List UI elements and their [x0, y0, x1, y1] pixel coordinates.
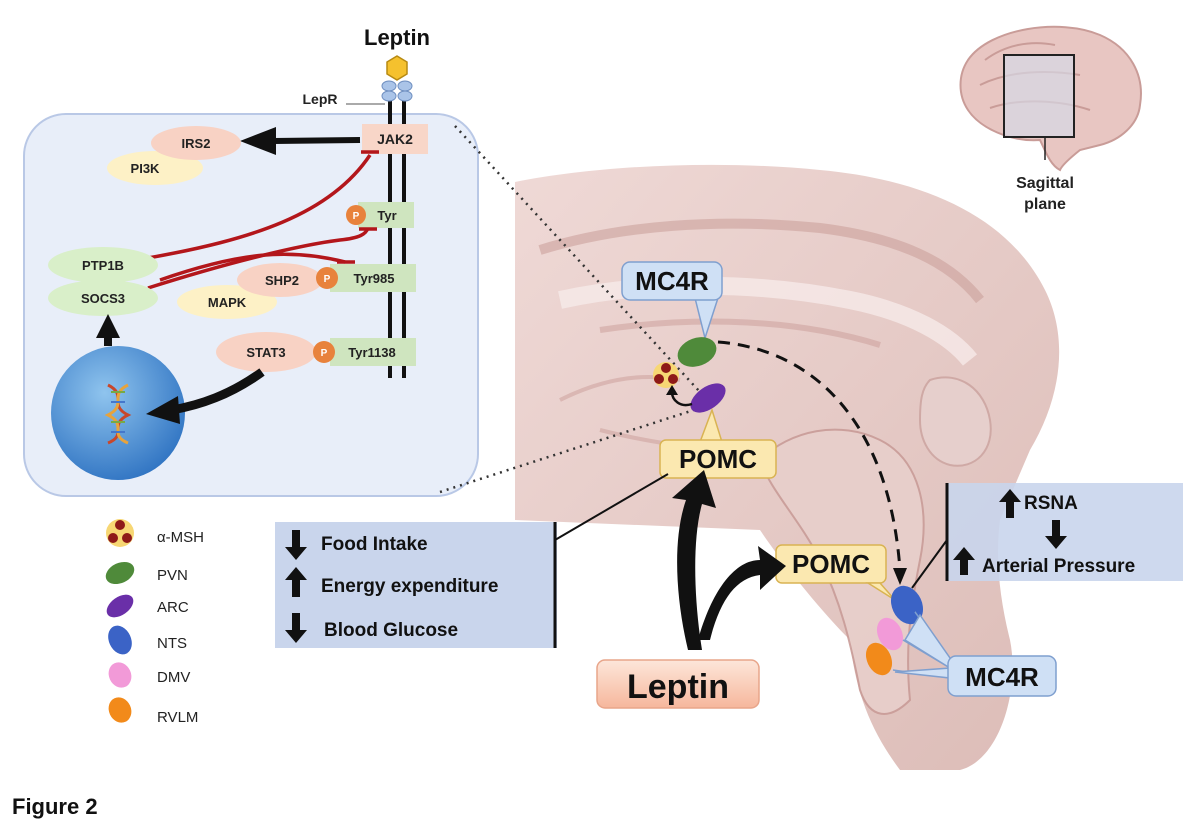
effect-blood-glucose-text: Blood Glucose	[324, 620, 458, 641]
effect-food-intake-text: Food Intake	[321, 534, 428, 555]
legend: α-MSH PVN ARC NTS DMV RVLM	[105, 519, 204, 726]
ptp1b-node	[48, 247, 158, 283]
rsna-to-pressure-arrow	[1045, 520, 1067, 549]
pomc-upper-label: POMC	[679, 444, 757, 474]
stat3-node	[216, 332, 316, 372]
legend-arc-label: ARC	[157, 599, 189, 616]
phospho-tyr985-label: P	[324, 274, 331, 285]
phospho-tyr1138-label: P	[321, 348, 328, 359]
legend-arc-icon	[106, 594, 134, 618]
pomc-upper-callout	[659, 407, 777, 479]
brain-thumbnail	[959, 25, 1142, 172]
mapk-node	[177, 285, 277, 319]
ptp1b-label: PTP1B	[82, 258, 124, 273]
nts-nucleus-icon	[890, 585, 924, 625]
alpha-msh-cluster-icon	[653, 362, 679, 388]
legend-rvlm-icon	[108, 697, 132, 723]
effect-food-intake: Food Intake	[285, 530, 428, 560]
leptin-top-label: Leptin	[364, 25, 430, 50]
legend-pvn-icon	[105, 561, 135, 585]
lepr-label: LepR	[303, 91, 338, 107]
phospho-tyr-label: P	[353, 211, 360, 222]
legend-nts-label: NTS	[157, 635, 187, 652]
socs3-label: SOCS3	[81, 291, 125, 306]
arc-nucleus-icon	[690, 383, 726, 413]
phospho-tyr985-icon	[316, 267, 338, 289]
legend-nts-icon	[108, 625, 132, 655]
shp2-node	[237, 263, 323, 297]
irs2-label: IRS2	[182, 136, 211, 151]
pvn-to-nts-dashed-arrow	[717, 340, 902, 571]
jak2-to-irs2-arrow	[273, 137, 361, 144]
zoom-line-top	[454, 125, 701, 393]
mc4r-top-callout	[621, 261, 723, 341]
mc4r-top-label: MC4R	[635, 266, 709, 296]
legend-alpha-msh-icon	[106, 519, 134, 547]
legend-rvlm-label: RVLM	[157, 709, 198, 726]
phospho-tyr1138-icon	[313, 341, 335, 363]
pi3k-node	[107, 151, 203, 185]
leptin-to-pomc-upper-arrow	[672, 470, 716, 650]
leptin-to-pomc-lower-arrow	[698, 546, 786, 640]
effect-energy-expenditure-text: Energy expenditure	[321, 576, 498, 597]
leptin-molecule-icon	[381, 55, 413, 102]
rsna-label: RSNA	[1024, 493, 1078, 514]
tyr985-label: Tyr985	[354, 271, 395, 286]
dmv-nucleus-icon	[876, 617, 904, 651]
effect-energy-expenditure: Energy expenditure	[285, 567, 498, 597]
pressure-up-arrow	[953, 547, 975, 575]
nucleus-to-socs3-arrow	[96, 314, 120, 345]
legend-alpha-msh-label: α-MSH	[157, 529, 204, 546]
stat3-to-nucleus-arrow	[171, 368, 265, 415]
legend-dmv-icon	[108, 662, 132, 688]
arterial-pressure-label: Arterial Pressure	[982, 556, 1135, 577]
stat3-label: STAT3	[246, 345, 285, 360]
sagittal-plane-label-2: plane	[1024, 196, 1066, 213]
jak2-label: JAK2	[377, 131, 413, 147]
dna-icon	[104, 383, 132, 445]
socs3-node	[48, 280, 158, 316]
pomc-lower-callout	[775, 544, 896, 601]
jak2-box	[362, 124, 428, 154]
tyr1138-label: Tyr1138	[348, 345, 395, 360]
tyr-box	[358, 202, 414, 228]
effect-blood-glucose: Blood Glucose	[285, 613, 458, 643]
tyr-label: Tyr	[377, 208, 396, 223]
figure-label: Figure 2	[12, 794, 98, 819]
effects-left-box	[275, 522, 557, 648]
rvlm-nucleus-icon	[865, 642, 893, 676]
pomc-lower-label: POMC	[792, 549, 870, 579]
nucleus	[51, 346, 185, 480]
leptin-big-label: Leptin	[627, 668, 729, 706]
shp2-label: SHP2	[265, 273, 299, 288]
pvn-nucleus-icon	[677, 337, 717, 367]
pi3k-label: PI3K	[131, 161, 161, 176]
tyr985-box	[330, 264, 416, 292]
tyr1138-box	[330, 338, 416, 366]
effects-right-box	[947, 483, 1183, 581]
rsna-up-arrow	[999, 489, 1021, 518]
sagittal-plane-label-1: Sagittal	[1016, 175, 1074, 192]
legend-pvn-label: PVN	[157, 567, 188, 584]
phospho-tyr-icon	[346, 205, 366, 225]
mc4r-bottom-callout	[892, 611, 1057, 697]
mc4r-bottom-label: MC4R	[965, 662, 1039, 692]
mapk-label: MAPK	[208, 295, 247, 310]
inhibition-lines	[147, 150, 379, 290]
legend-dmv-label: DMV	[157, 669, 190, 686]
leptin-big-box	[596, 659, 760, 709]
irs2-node	[151, 126, 241, 160]
